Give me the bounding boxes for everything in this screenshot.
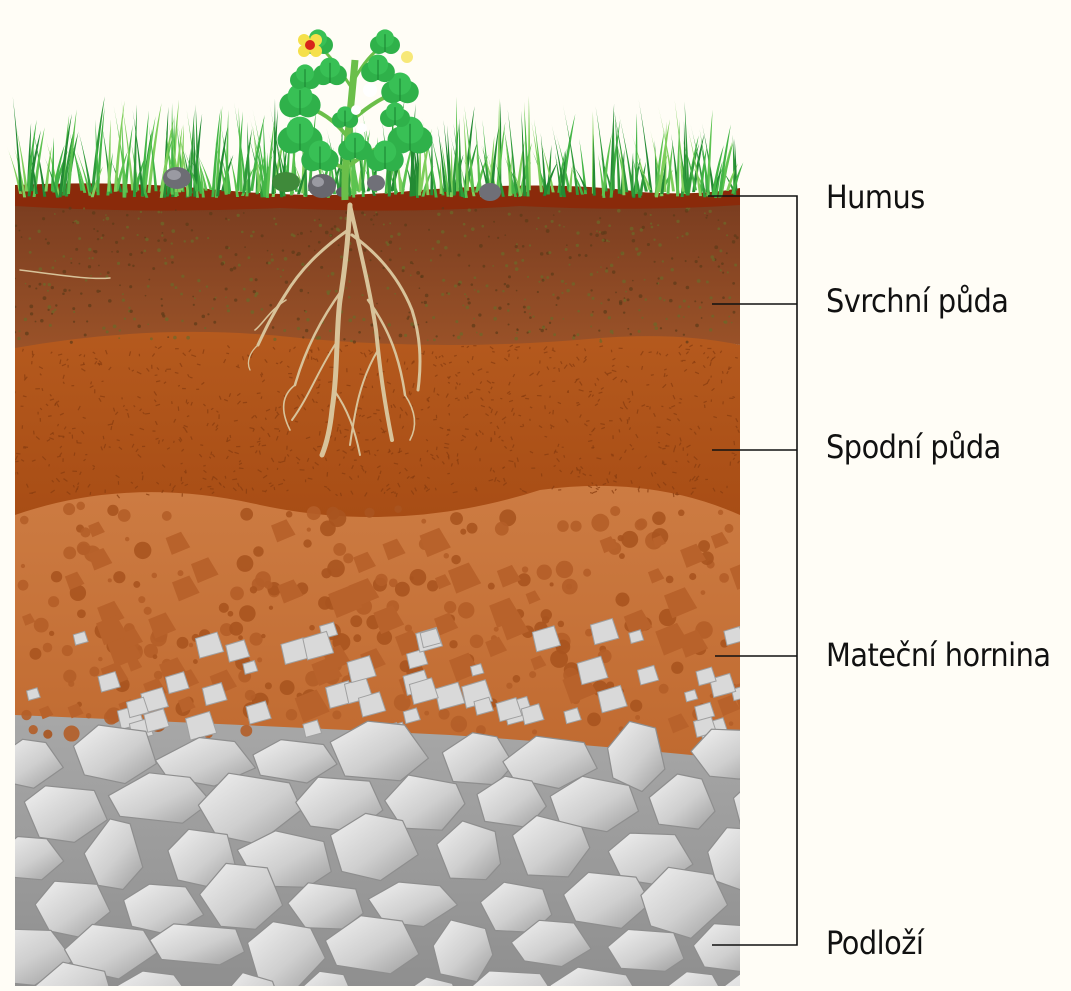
topsoil-layer: [15, 200, 740, 348]
label-bedrock: Podloží: [826, 927, 923, 959]
label-parent-rock: Mateční hornina: [826, 639, 1050, 671]
label-topsoil: Svrchní půda: [826, 285, 1008, 317]
label-humus: Humus: [826, 181, 925, 213]
label-subsoil: Spodní půda: [826, 431, 1001, 463]
